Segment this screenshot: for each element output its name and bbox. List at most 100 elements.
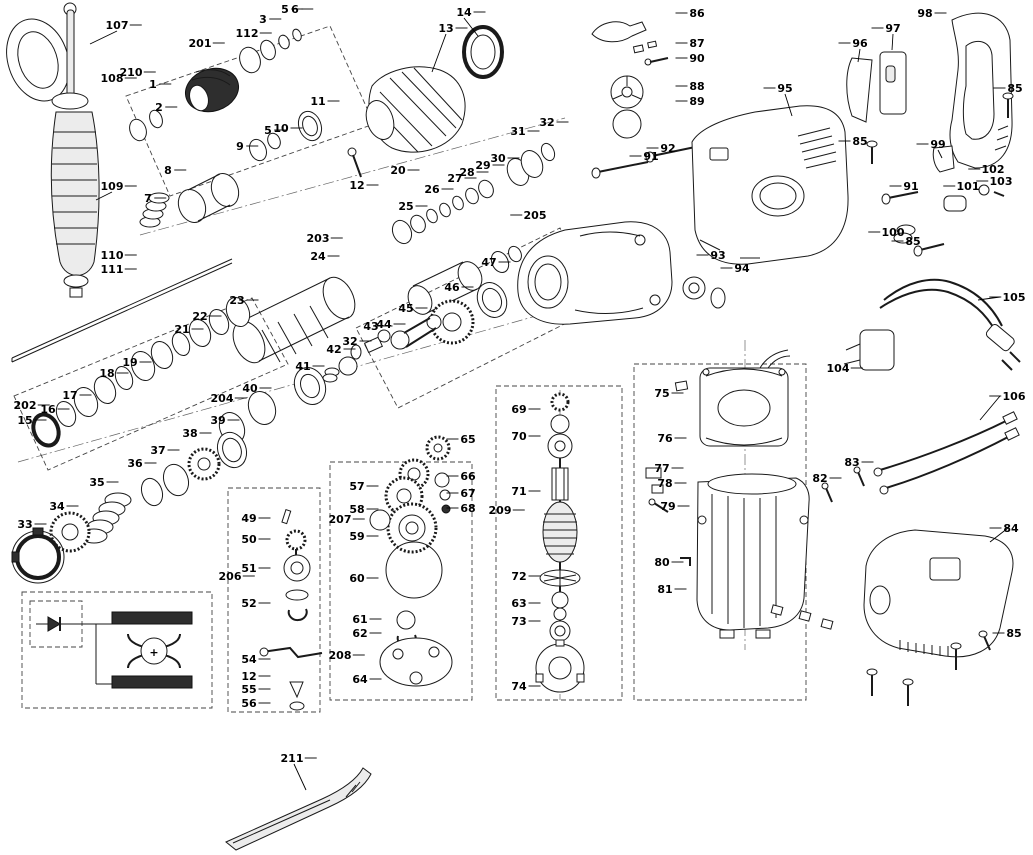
part-label-57: 57 [349,480,364,493]
part-label-42: 42 [326,343,341,356]
part-label-210: 210 [120,66,143,79]
part-label-62: 62 [352,627,367,640]
part-label-106: 106 [1003,390,1026,403]
motor-housing-drawing [691,105,849,265]
part-label-10: 10 [273,122,289,135]
part-label-79: 79 [660,500,675,513]
part-label-12: 12 [241,670,256,683]
part-label-54: 54 [241,653,257,666]
part-label-33: 33 [17,518,32,531]
part-label-66: 66 [460,470,476,483]
part-label-72: 72 [511,570,526,583]
part-label-19: 19 [122,356,137,369]
gear-set-drawing [369,435,453,687]
part-label-35: 35 [89,476,104,489]
part-label-34: 34 [49,500,65,513]
part-label-76: 76 [657,432,673,445]
part-label-38: 38 [182,427,197,440]
part-label-43: 43 [363,320,378,333]
part-label-2: 2 [155,101,163,114]
part-label-97: 97 [885,22,900,35]
part-label-84: 84 [1003,522,1019,535]
part-label-36: 36 [127,457,143,470]
part-label-70: 70 [511,430,527,443]
part-label-110: 110 [101,249,124,262]
part-label-29: 29 [475,159,490,172]
clutch-parts-drawing [11,431,248,584]
cables-drawing [843,278,1021,495]
part-label-21: 21 [174,323,189,336]
part-label-60: 60 [349,572,365,585]
part-label-77: 77 [654,462,669,475]
part-label-83: 83 [844,456,859,469]
part-label-55: 55 [241,683,256,696]
part-label-5: 5 [281,3,289,16]
part-label-85: 85 [852,135,867,148]
part-label-104: 104 [827,362,850,375]
chuck-parts-drawing [129,28,362,228]
part-label-28: 28 [459,166,474,179]
part-label-208: 208 [329,649,352,662]
part-label-3: 3 [259,13,267,26]
side-handle-drawing [6,2,100,298]
part-label-68: 68 [460,502,475,515]
part-label-52: 52 [241,597,256,610]
part-label-98: 98 [917,7,932,20]
part-label-65: 65 [460,433,475,446]
gearbox-casting-drawing [517,145,726,325]
part-label-64: 64 [352,673,368,686]
part-label-92: 92 [660,142,675,155]
part-label-209: 209 [489,504,512,517]
part-label-88: 88 [689,80,704,93]
part-label-14: 14 [456,6,472,19]
ring-chain-drawing [31,296,251,448]
part-label-24: 24 [310,250,326,263]
part-label-69: 69 [511,403,526,416]
part-label-39: 39 [210,414,225,427]
part-label-85: 85 [1006,627,1021,640]
stator-drawing [645,349,865,639]
part-label-87: 87 [689,37,704,50]
part-label-201: 201 [189,37,212,50]
part-label-50: 50 [241,533,257,546]
part-label-31: 31 [510,125,525,138]
part-label-108: 108 [101,72,124,85]
part-label-211: 211 [281,752,304,765]
part-label-91: 91 [643,150,658,163]
part-label-16: 16 [40,403,56,416]
part-label-103: 103 [990,175,1013,188]
part-label-22: 22 [192,310,207,323]
part-label-5: 5 [264,124,272,137]
part-label-78: 78 [657,477,672,490]
part-label-18: 18 [99,367,114,380]
part-label-105: 105 [1003,291,1026,304]
schematic-plus-sign: + [149,646,158,659]
part-label-73: 73 [511,615,526,628]
part-label-20: 20 [390,164,406,177]
part-label-9: 9 [236,140,244,153]
part-label-74: 74 [511,680,527,693]
part-label-59: 59 [349,530,364,543]
part-label-40: 40 [242,382,258,395]
part-label-95: 95 [777,82,792,95]
part-label-26: 26 [424,183,440,196]
part-label-75: 75 [654,387,669,400]
part-label-85: 85 [1007,82,1022,95]
depth-rod-drawing [11,258,233,363]
barrel-piston-drawing [218,245,522,445]
part-label-7: 7 [144,192,152,205]
armature-drawing [535,392,585,693]
part-label-202: 202 [14,399,37,412]
part-label-61: 61 [352,613,367,626]
leader-lines-static [89,17,1009,791]
chisel-drawing [225,767,372,851]
part-label-11: 11 [310,95,325,108]
part-label-49: 49 [241,512,256,525]
part-label-41: 41 [295,360,310,373]
part-label-47: 47 [481,256,496,269]
part-label-63: 63 [511,597,526,610]
part-label-23: 23 [229,294,244,307]
